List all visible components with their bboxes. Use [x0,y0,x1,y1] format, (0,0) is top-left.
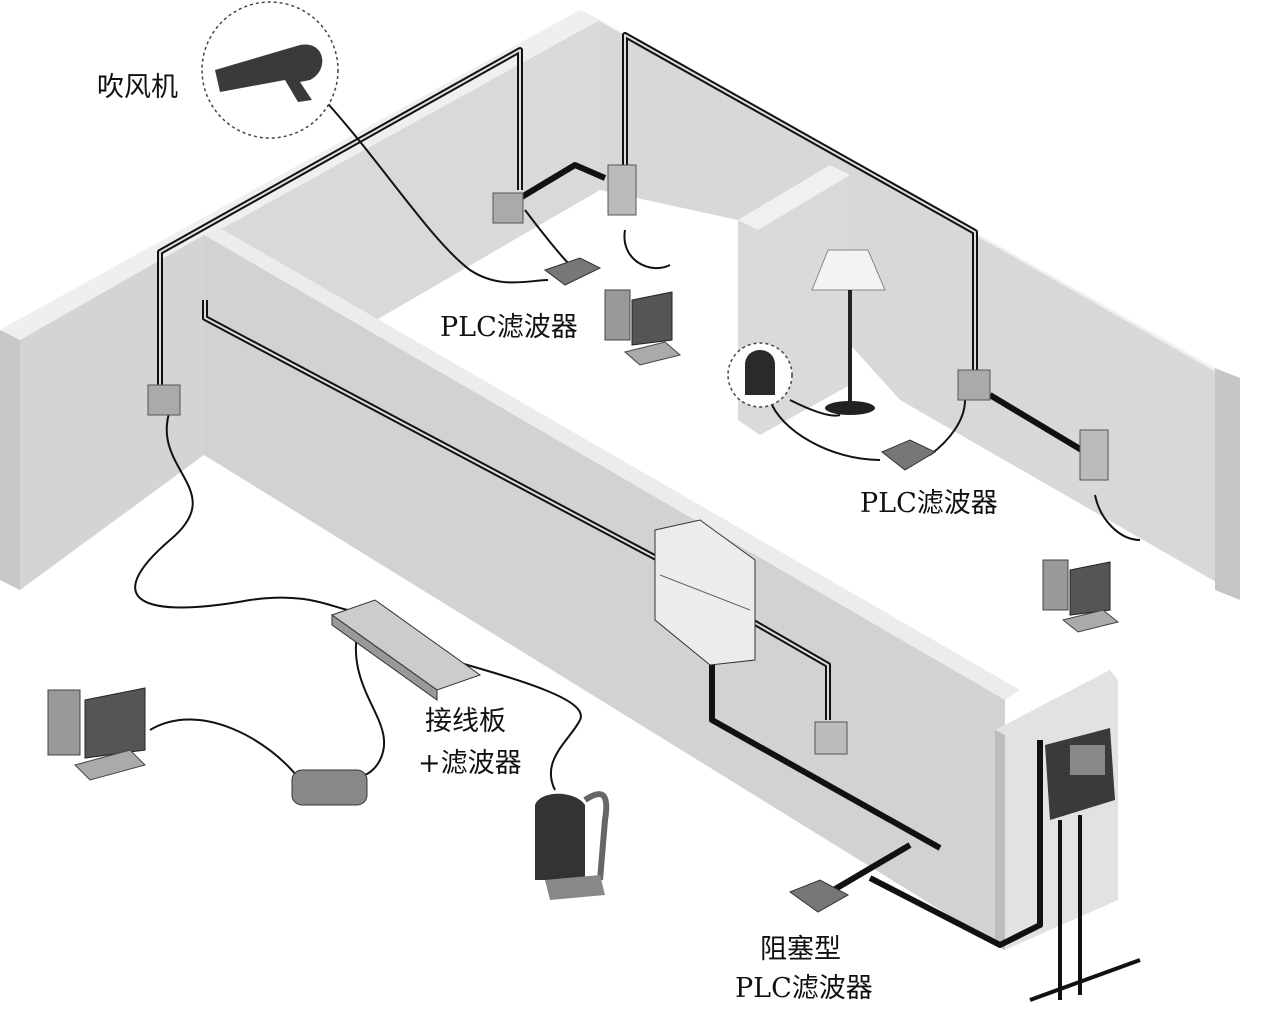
wire-right-outlet-to-plc [988,392,1092,458]
outlet-right [957,369,991,401]
modem [291,769,368,806]
hair-dryer-label: 吹风机 [97,72,178,103]
blocking-filter-label-1: 阻塞型 [760,934,841,965]
cable-hair-dryer [319,94,549,284]
blocking-plc-filter-box [788,879,850,913]
cable-right-plc-to-outlet [929,399,966,456]
wire-to-meter [868,740,1043,948]
front-wall-end-side [995,730,1005,950]
power-strip-label-2: +滤波器 [418,748,522,779]
computer-front [47,687,146,781]
cable-outlet-to-plc1 [524,209,571,266]
computer-back-room [604,289,682,366]
lamp-adapter-icon [745,350,775,395]
cable-plc1-to-pc [623,229,671,270]
back-room-floor [204,225,1215,640]
left-wall-end [0,330,20,590]
plc-filter-box-2 [881,439,937,471]
wire-back-right-inner [624,34,976,375]
computers [47,289,1120,781]
hair-dryer-icon [215,44,323,102]
power-strip-label-1: 接线板 [425,706,506,737]
outlet-front [814,721,848,755]
wall-plc-adapters [607,164,1109,481]
cable-right-plc-to-pc [1094,494,1141,541]
plc-adapter-right [1079,429,1109,481]
plc-filter-box-1 [543,257,602,286]
wire-panel-down [709,650,942,851]
computer-right-room [1042,559,1120,633]
plc-filter-label-2: PLC滤波器 [860,488,998,519]
wire-room-outlet [518,162,607,201]
power-strip [330,599,482,701]
blocking-filter-label-2: PLC滤波器 [735,973,873,1004]
floor-lamp [811,249,886,415]
wire-panel-to-outlet-inner [749,619,829,720]
front-long-wall-top [204,228,1020,700]
cable-lamp-adapter [769,399,881,461]
lamp-adapter [727,342,793,408]
plc-filter-boxes [543,257,937,913]
cable-strip-to-vacuum [449,659,582,791]
cable-lamp [789,399,841,417]
outlet-back-left [492,192,524,224]
right-wall-end [1215,368,1240,600]
back-left-wall [0,10,600,420]
outlet-left [147,384,181,416]
external-cables [134,94,1141,791]
wire-left-riser-inner [159,49,521,395]
vacuum-cleaner [535,791,610,900]
partition-wall-top [738,165,850,230]
wire-left-to-panel-inner [204,300,661,561]
plc-adapter-back [607,164,637,216]
wire-to-blocking-filter [823,842,912,898]
cable-modem-to-pc [149,718,301,781]
wall-outlets [147,192,991,755]
in-wall-wiring [157,32,1092,948]
electric-meter [1029,728,1141,1002]
cable-left-outlet-to-strip [134,409,361,612]
distribution-panel [654,519,756,666]
hair-dryer [201,1,339,139]
back-right-wall [580,10,1230,590]
plc-filter-label-1: PLC滤波器 [440,312,578,343]
